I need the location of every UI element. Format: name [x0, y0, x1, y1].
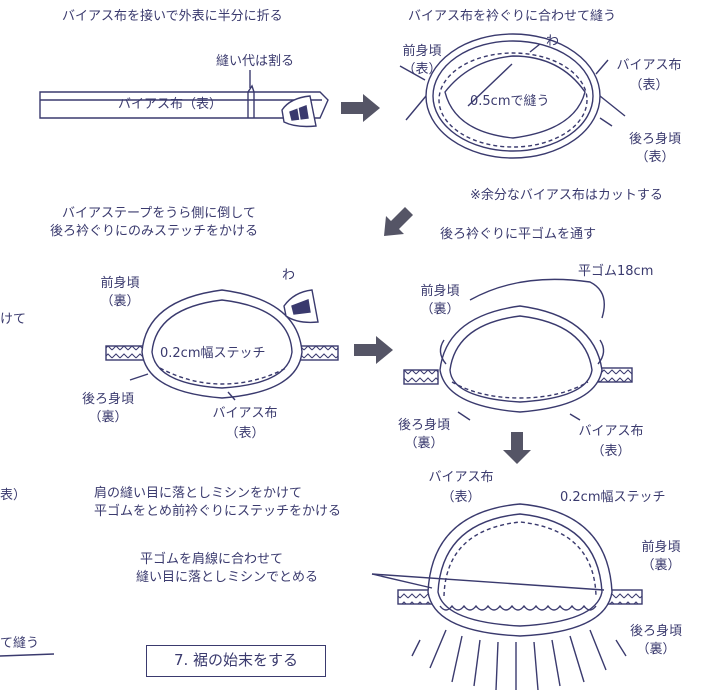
step3-caption-line2: 後ろ衿ぐりにのみステッチをかける: [50, 224, 259, 239]
step5-caption-line2: 平ゴムをとめ前衿ぐりにステッチをかける: [94, 504, 342, 519]
back-body-side-label: （裏）: [88, 410, 128, 425]
bias-side-label: （表）: [441, 490, 481, 505]
back-body-label: 後ろ身頃: [628, 132, 681, 147]
neckline-diagram-step2: [399, 33, 626, 159]
stitch-note: 0.2cm幅ステッチ: [560, 490, 666, 505]
edge-fragment-2: 表）: [0, 488, 27, 503]
neckline-diagram-step4: [403, 278, 633, 421]
front-body-side-label: （裏）: [420, 302, 460, 317]
bias-label: バイアス布: [212, 406, 278, 421]
bias-label: バイアス布: [428, 470, 494, 485]
neckline-diagram-step3: [105, 289, 339, 401]
bias-label: バイアス布: [616, 58, 682, 73]
cut-note: ※余分なバイアス布はカットする: [470, 188, 663, 203]
iron-icon: [281, 95, 317, 128]
fold-label: わ: [546, 34, 560, 49]
front-body-label: 前身頃: [402, 44, 442, 59]
edge-fragment-3: て縫う: [0, 636, 40, 651]
back-body-side-label: （表）: [635, 150, 675, 165]
arrow-right-icon: [354, 336, 393, 364]
neckline-diagram-step5: [371, 503, 643, 691]
section-heading-box: 7. 裾の始末をする: [146, 645, 326, 677]
front-body-side-label: （表）: [402, 62, 442, 77]
back-body-side-label: （裏）: [636, 642, 676, 657]
bias-strip-label: バイアス布（表）: [117, 97, 222, 112]
edge-fragment-1: けて: [0, 312, 27, 327]
back-body-label: 後ろ身頃: [397, 418, 450, 433]
bias-side-label: （表）: [225, 426, 265, 441]
step2-caption: バイアス布を衿ぐりに合わせて縫う: [408, 9, 617, 24]
step3-caption-line1: バイアステープをうら側に倒して: [62, 206, 256, 221]
front-body-label: 前身頃: [420, 284, 460, 299]
front-body-label: 前身頃: [100, 276, 140, 291]
bias-side-label: （表）: [591, 444, 631, 459]
arrow-down-icon: [503, 432, 531, 464]
front-body-label: 前身頃: [641, 540, 681, 555]
step1-caption: バイアス布を接いで外表に半分に折る: [62, 9, 283, 24]
seam-allowance-note: 縫い代は割る: [216, 54, 295, 69]
iron-icon: [283, 289, 319, 324]
back-body-side-label: （裏）: [404, 436, 444, 451]
step5-caption-line1: 肩の縫い目に落としミシンをかけて: [94, 486, 303, 501]
arrow-down-left-icon: [384, 207, 413, 236]
bias-strip-illustration: [39, 70, 329, 119]
stitch-note: 0.2cm幅ステッチ: [160, 346, 266, 361]
fold-label: わ: [282, 268, 296, 283]
front-body-side-label: （裏）: [100, 294, 140, 309]
bias-side-label: （表）: [629, 78, 669, 93]
step4-caption: 後ろ衿ぐりに平ゴムを通す: [440, 227, 597, 242]
arrow-right-icon: [341, 94, 380, 122]
sew-note: 0.5cmで縫う: [470, 94, 550, 109]
edge-underline: [0, 653, 55, 657]
elastic-length-note: 平ゴム18cm: [578, 264, 654, 279]
front-body-side-label: （裏）: [641, 558, 681, 573]
back-body-label: 後ろ身頃: [81, 392, 134, 407]
back-body-label: 後ろ身頃: [629, 624, 682, 639]
elastic-attach-note-line2: 縫い目に落としミシンでとめる: [136, 570, 319, 585]
bias-label: バイアス布: [578, 424, 644, 439]
elastic-attach-note-line1: 平ゴムを肩線に合わせて: [140, 552, 284, 567]
